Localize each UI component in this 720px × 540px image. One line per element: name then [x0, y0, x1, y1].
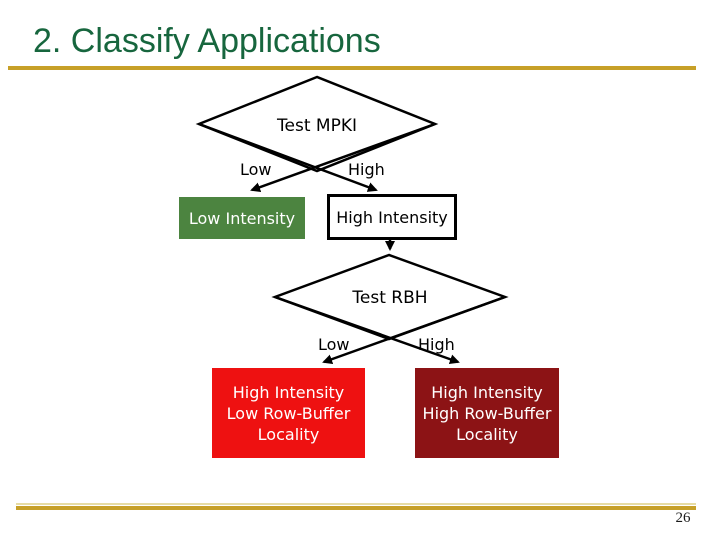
- page-number: 26: [675, 510, 691, 526]
- branch-label-rbh-low: Low: [318, 335, 350, 354]
- branch-label-rbh-high: High: [418, 335, 455, 354]
- result-box-red-line2: Low Row-Buffer: [226, 403, 351, 423]
- box-high-intensity: High Intensity: [327, 194, 457, 240]
- footer-rule-thin: [16, 503, 696, 505]
- result-box-red-line3: Locality: [257, 424, 320, 444]
- arrow-mpki-high-branch: [198, 122, 378, 192]
- result-box-red-line1: High Intensity: [232, 382, 345, 402]
- decision-test-mpki-label: Test MPKI: [277, 116, 357, 136]
- decision-test-rbh-label: Test RBH: [352, 288, 428, 308]
- arrow-mpki-low-branch: [250, 122, 436, 192]
- result-box-dark-red-line1: High Intensity: [431, 382, 543, 402]
- arrow-rbh-high-branch: [274, 295, 460, 365]
- result-box-dark-red-line3: Locality: [456, 424, 518, 444]
- slide-title: 2. Classify Applications: [33, 22, 381, 60]
- box-low-intensity: Low Intensity: [179, 197, 305, 239]
- result-box-high-row-buffer-locality: High Intensity High Row-Buffer Locality: [415, 368, 559, 458]
- diamond-test-mpki-outline: [195, 75, 439, 173]
- footer-rule-thick: [16, 506, 696, 510]
- title-underline-rule: [8, 66, 696, 70]
- result-box-low-row-buffer-locality: High Intensity Low Row-Buffer Locality: [212, 368, 365, 458]
- arrow-rbh-low-branch: [322, 295, 506, 365]
- branch-label-mpki-high: High: [348, 160, 385, 179]
- result-box-dark-red-line2: High Row-Buffer: [422, 403, 552, 423]
- branch-label-mpki-low: Low: [240, 160, 272, 179]
